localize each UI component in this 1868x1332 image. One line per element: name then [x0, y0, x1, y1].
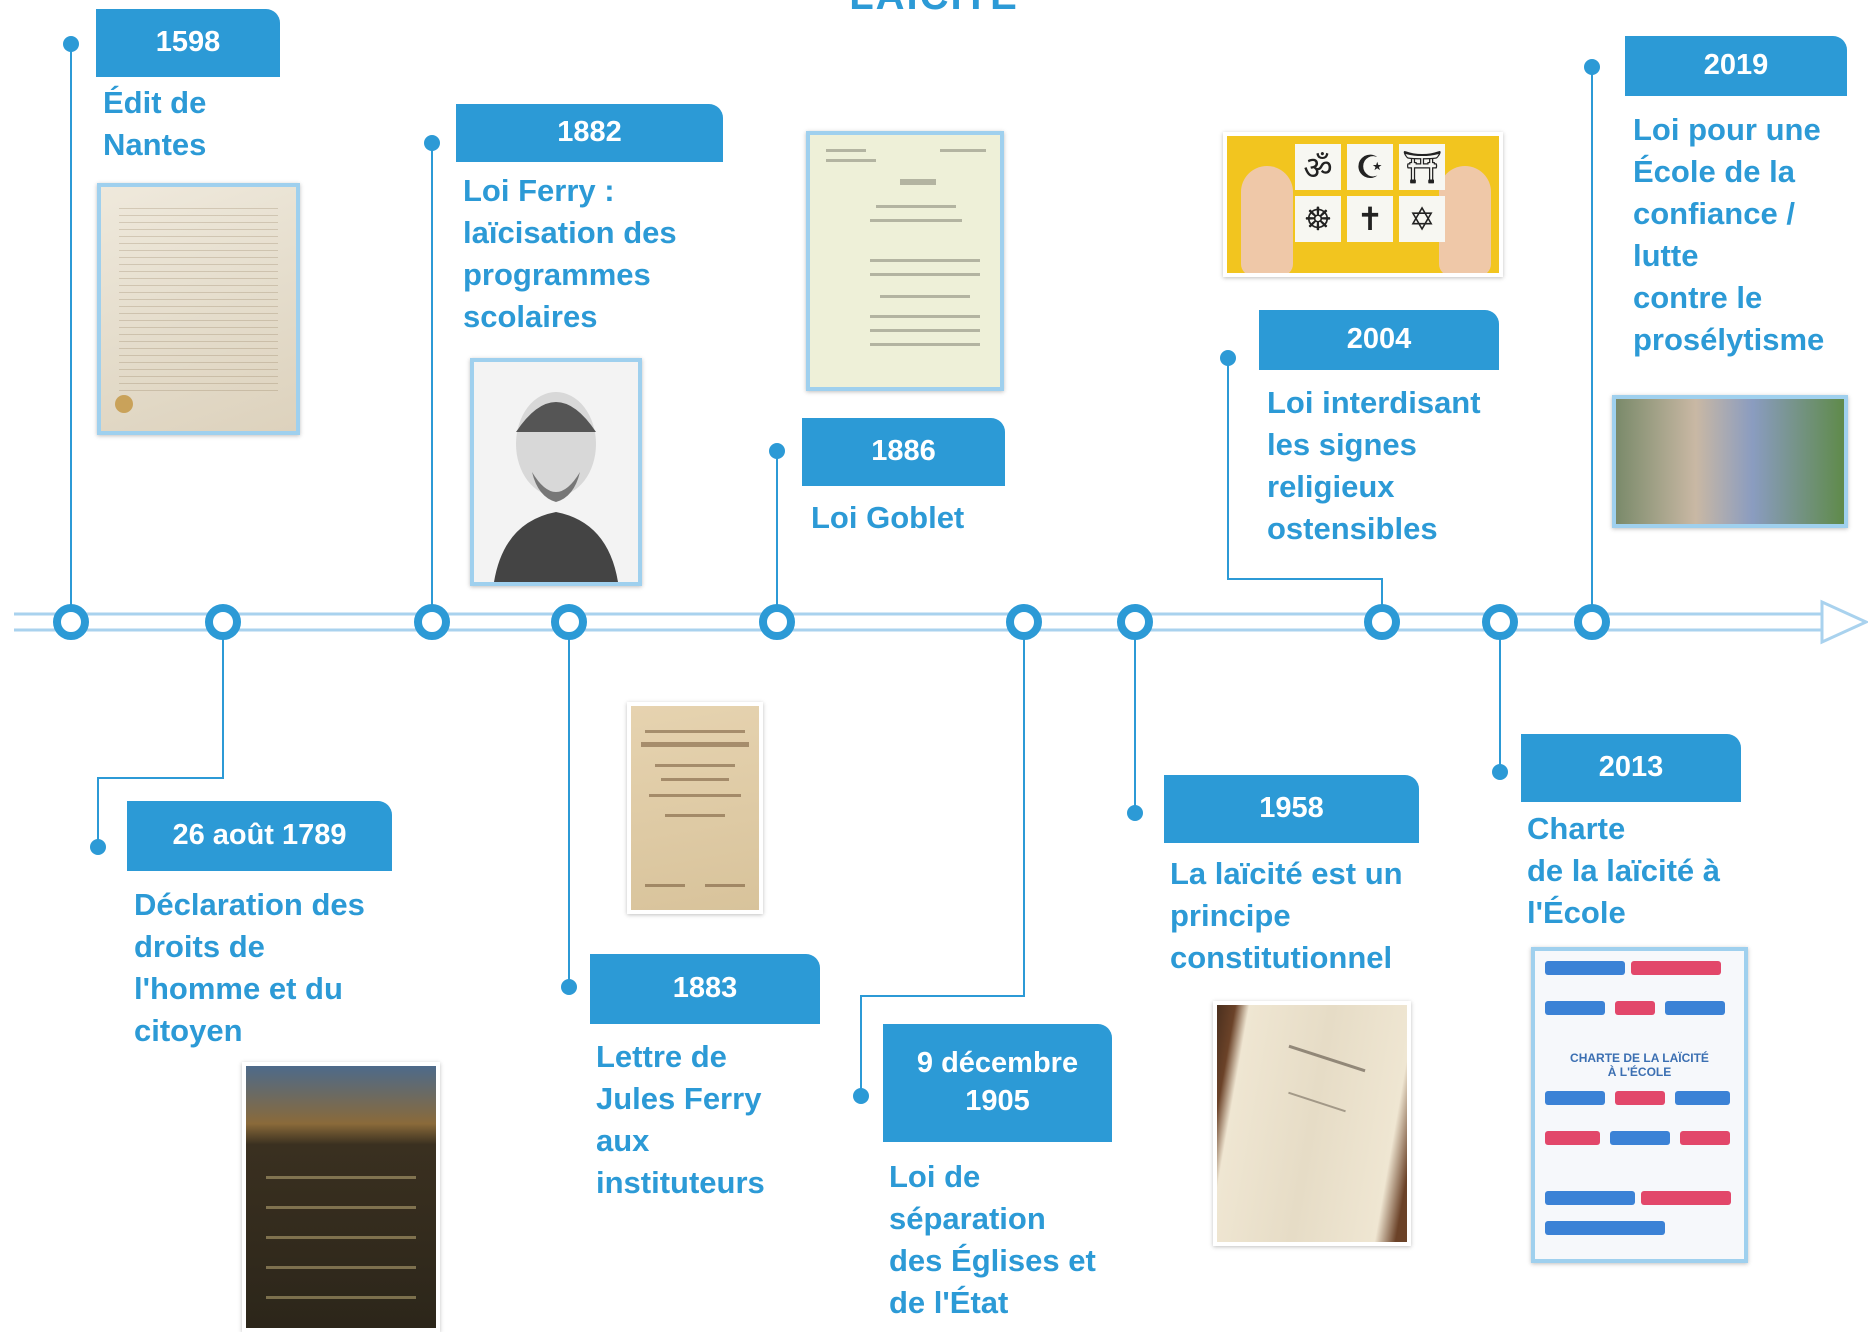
edict-of-nantes-image [97, 183, 300, 435]
declaration-poster-image [242, 1062, 440, 1332]
star-of-david-icon: ✡ [1399, 196, 1445, 242]
date-label-1882: 1882 [456, 104, 723, 162]
timeline-node-1905 [1006, 604, 1042, 640]
date-label-2004: 2004 [1259, 310, 1499, 370]
connector-end-dot-1905 [853, 1088, 869, 1104]
timeline-node-1882 [414, 604, 450, 640]
timeline-node-2019 [1574, 604, 1610, 640]
timeline-node-1598 [53, 604, 89, 640]
axis-arrowhead [1820, 599, 1868, 645]
connectors [63, 36, 1600, 1104]
goblet-law-document-image [806, 131, 1004, 391]
jules-ferry-portrait-image [470, 358, 642, 586]
connector-end-dot-1958 [1127, 805, 1143, 821]
date-label-1789: 26 août 1789 [127, 801, 392, 871]
date-label-1883: 1883 [590, 954, 820, 1024]
connector-end-dot-2013 [1492, 764, 1508, 780]
connector-end-dot-2004 [1220, 350, 1236, 366]
date-label-1598: 1598 [96, 9, 280, 77]
torii-symbol-icon: ⛩ [1399, 144, 1445, 190]
date-label-2019: 2019 [1625, 36, 1847, 96]
religious-symbols-image: ॐ ☪ ⛩ ☸ ✝ ✡ [1223, 132, 1503, 277]
connector-1789 [97, 622, 224, 847]
connector-1905 [860, 622, 1025, 1096]
date-label-2013: 2013 [1521, 734, 1741, 802]
timeline-node-1883 [551, 604, 587, 640]
event-title-1886: Loi Goblet [811, 500, 965, 535]
cross-icon: ✝ [1347, 196, 1393, 242]
timeline-node-1789 [205, 604, 241, 640]
timeline-nodes [53, 604, 1610, 640]
date-label-1958: 1958 [1164, 775, 1419, 843]
date-label-1886: 1886 [802, 418, 1005, 486]
school-photo-image [1612, 395, 1848, 528]
connector-end-dot-1886 [769, 443, 785, 459]
connector-end-dot-1882 [424, 135, 440, 151]
page-title: LAÏCITÉ [0, 0, 1868, 19]
timeline-node-1886 [759, 604, 795, 640]
connector-end-dot-1883 [561, 979, 577, 995]
connector-2004 [1227, 358, 1383, 622]
timeline-node-2004 [1364, 604, 1400, 640]
letter-book-cover-image [627, 702, 763, 914]
timeline-node-1958 [1117, 604, 1153, 640]
om-symbol-icon: ॐ [1295, 144, 1341, 190]
connector-end-dot-2019 [1584, 59, 1600, 75]
timeline-axis [14, 599, 1868, 645]
constitution-book-image [1213, 1001, 1411, 1246]
connector-end-dot-1598 [63, 36, 79, 52]
dharma-wheel-icon: ☸ [1295, 196, 1341, 242]
connector-end-dot-1789 [90, 839, 106, 855]
crescent-symbol-icon: ☪ [1347, 144, 1393, 190]
portrait-sketch [494, 392, 618, 582]
timeline-node-2013 [1482, 604, 1518, 640]
